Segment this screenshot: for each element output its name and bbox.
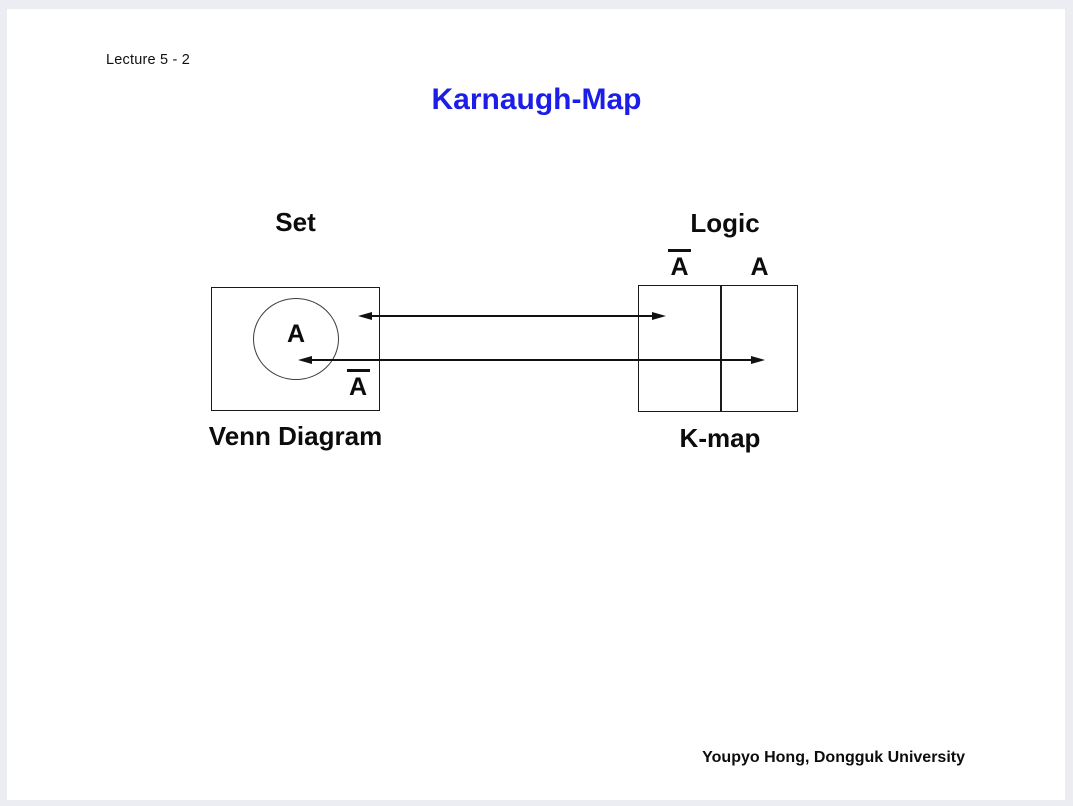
lecture-number-label: Lecture 5 - 2 [106, 52, 191, 68]
kmap-cell-divider [720, 286, 722, 411]
arrow-shaft [369, 315, 655, 317]
set-heading: Set [275, 207, 316, 237]
arrowhead-right-icon [652, 311, 666, 320]
author-credit: Youpyo Hong, Dongguk University [702, 749, 965, 766]
venn-set-label: A [286, 320, 306, 348]
venn-complement-letter: A [348, 373, 368, 401]
kmap-column-header-letter: A [670, 253, 689, 281]
arrowhead-left-icon [298, 355, 312, 364]
arrowhead-right-icon [751, 355, 765, 364]
logic-heading: Logic [690, 208, 760, 238]
overbar [346, 369, 370, 372]
kmap-rectangle [638, 285, 798, 412]
arrow-complement-to-left-cell [358, 310, 666, 322]
kmap-column-header-a: A [750, 253, 769, 281]
arrow-set-to-right-cell [298, 354, 765, 366]
kmap-column-header-not-a: A [638, 249, 721, 280]
arrow-shaft [309, 359, 754, 361]
venn-set-circle [253, 298, 339, 380]
venn-diagram-caption: Venn Diagram [208, 421, 383, 451]
arrowhead-left-icon [358, 311, 372, 320]
slide-page [7, 9, 1065, 800]
overbar [668, 249, 691, 252]
kmap-caption: K-map [679, 423, 761, 453]
venn-complement-label: A [340, 369, 376, 400]
slide-title: Karnaugh-Map [431, 83, 642, 116]
